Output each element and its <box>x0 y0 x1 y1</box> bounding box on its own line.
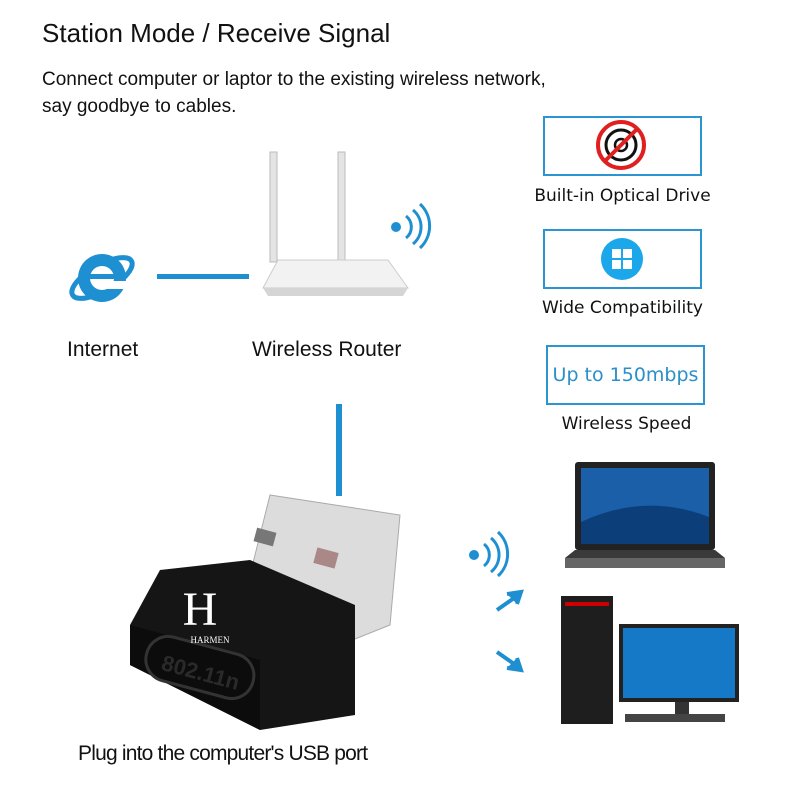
internet-explorer-icon <box>69 254 135 302</box>
usb-adapter-image: H HARMEN 802.11n <box>130 494 401 730</box>
page-title: Station Mode / Receive Signal <box>42 18 391 48</box>
wifi-signal-icon <box>469 530 510 578</box>
connection-line <box>157 274 249 279</box>
wifi-signal-icon <box>391 202 432 250</box>
speed-value: Up to 150mbps <box>552 364 699 386</box>
desktop-computer-icon <box>561 596 739 724</box>
footer-caption: Plug into the computer's USB port <box>78 742 368 765</box>
feature-caption: Built-in Optical Drive <box>534 186 711 206</box>
internet-label: Internet <box>67 338 139 361</box>
arrow-icon <box>495 589 524 612</box>
subtitle: Connect computer or laptor to the existi… <box>42 66 546 120</box>
subtitle-line-1: Connect computer or laptor to the existi… <box>42 69 546 90</box>
router-icon <box>262 151 409 296</box>
no-optical-drive-icon <box>596 120 646 170</box>
speed-box: Up to 150mbps <box>546 345 705 405</box>
brand-logo: H <box>183 583 218 636</box>
feature-caption: Wide Compatibility <box>542 298 703 318</box>
router-label: Wireless Router <box>252 338 402 361</box>
optical-drive-box <box>543 116 702 176</box>
connection-line <box>336 404 342 496</box>
laptop-icon <box>565 462 725 568</box>
windows-icon <box>601 238 643 280</box>
compatibility-box <box>543 229 702 289</box>
brand-name: HARMEN <box>190 635 230 645</box>
feature-caption: Wireless Speed <box>561 414 692 434</box>
subtitle-line-2: say goodbye to cables. <box>42 96 237 117</box>
arrow-icon <box>495 650 524 673</box>
